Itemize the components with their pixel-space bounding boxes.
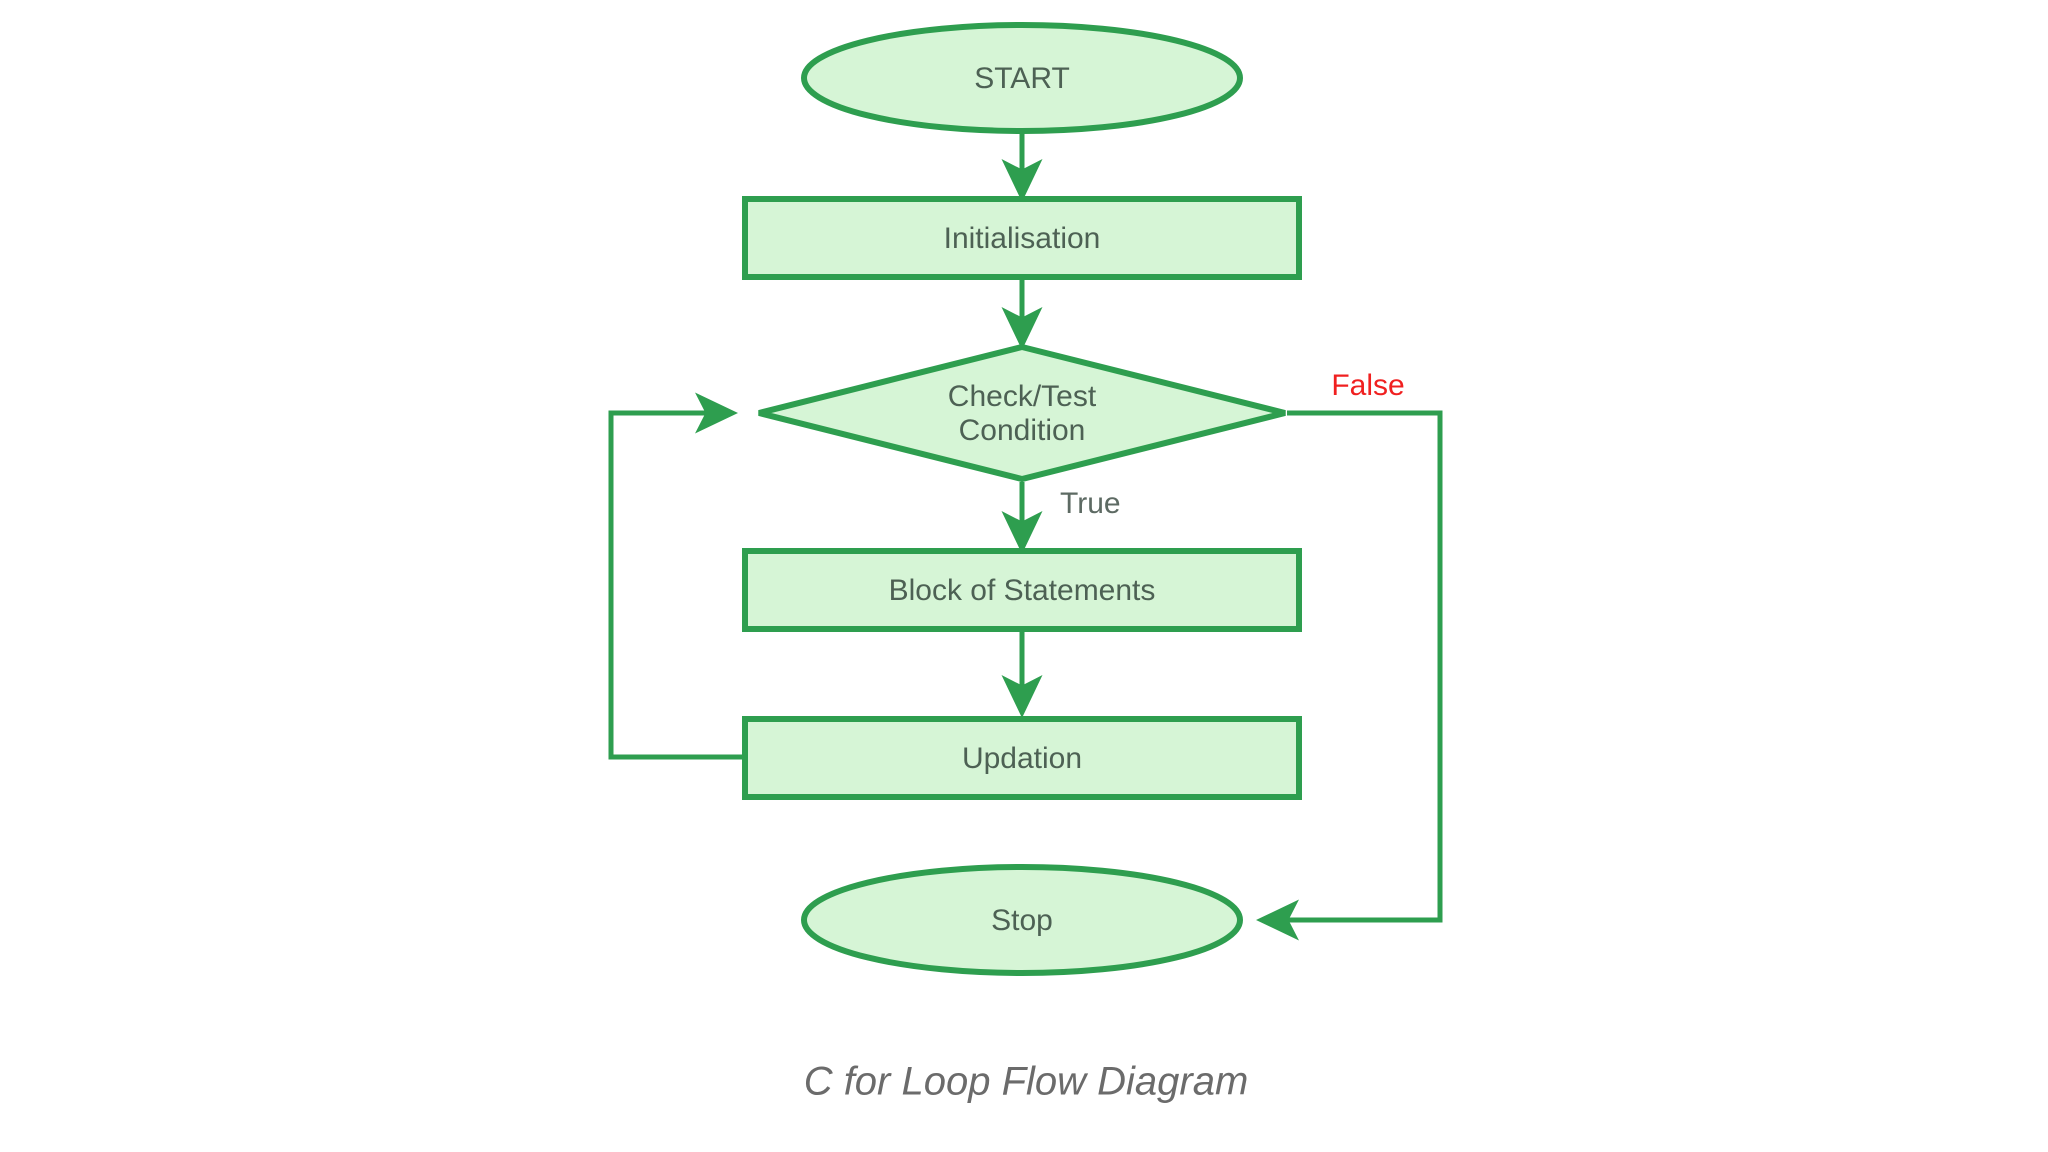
node-updation[interactable]: Updation: [742, 716, 1302, 800]
block-label: Block of Statements: [889, 574, 1156, 607]
node-stop[interactable]: Stop: [801, 864, 1243, 976]
condition-diamond-shape: [758, 343, 1286, 483]
edge-label-true: True: [1060, 487, 1121, 520]
edge-updation-to-condition: [608, 392, 742, 760]
initialisation-label: Initialisation: [944, 222, 1101, 255]
start-ellipse-shape: [801, 22, 1243, 134]
block-rect-shape: [742, 548, 1302, 632]
stop-label: Stop: [991, 904, 1053, 937]
initialisation-rect-shape: [742, 196, 1302, 280]
edge-label-false: False: [1331, 369, 1404, 402]
diagram-caption: C for Loop Flow Diagram: [804, 1060, 1249, 1104]
stop-ellipse-shape: [801, 864, 1243, 976]
node-initialisation[interactable]: Initialisation: [742, 196, 1302, 280]
updation-label: Updation: [962, 742, 1082, 775]
condition-label-line2: Condition: [959, 414, 1086, 447]
condition-label-line1: Check/Test: [948, 380, 1097, 413]
edge-condition-to-stop: [1256, 410, 1443, 941]
start-label: START: [974, 62, 1070, 95]
node-start[interactable]: START: [801, 22, 1243, 134]
updation-rect-shape: [742, 716, 1302, 800]
node-block-of-statements[interactable]: Block of Statements: [742, 548, 1302, 632]
node-condition[interactable]: Check/Test Condition: [758, 343, 1286, 483]
